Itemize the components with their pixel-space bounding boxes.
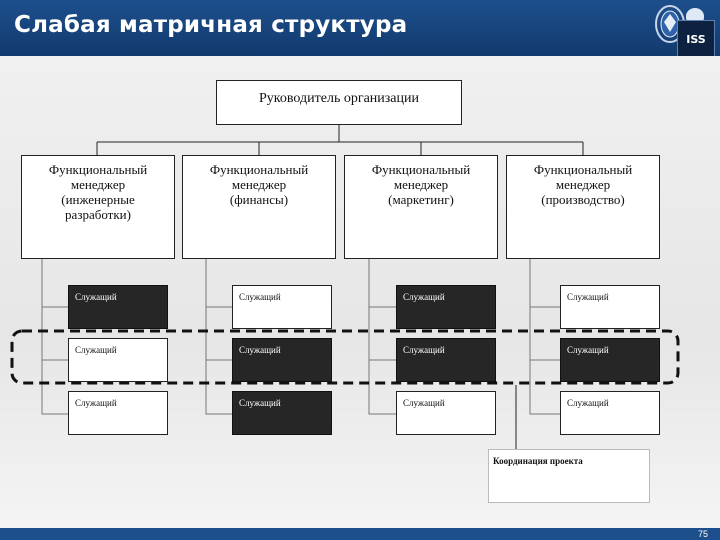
manager-line: Функциональный xyxy=(48,162,148,177)
manager-line: Функциональный xyxy=(371,162,471,177)
manager-line: разработки) xyxy=(65,207,131,222)
manager-line: менеджер xyxy=(393,177,449,192)
manager-line: (производство) xyxy=(541,192,625,207)
employee-box: Служащий xyxy=(68,391,168,435)
logo: ISS xyxy=(677,20,715,58)
manager-engineering-box: Функциональный менеджер (инженерные разр… xyxy=(21,155,175,259)
manager-finance-box: Функциональный менеджер (финансы) xyxy=(182,155,336,259)
employee-box: Служащий xyxy=(560,285,660,329)
page-title: Слабая матричная структура xyxy=(14,12,408,38)
manager-line: менеджер xyxy=(70,177,126,192)
employee-box: Служащий xyxy=(232,391,332,435)
manager-marketing-box: Функциональный менеджер (маркетинг) xyxy=(344,155,498,259)
employee-box: Служащий xyxy=(560,391,660,435)
employee-box: Служащий xyxy=(232,285,332,329)
employee-box: Служащий xyxy=(560,338,660,382)
employee-box: Служащий xyxy=(68,285,168,329)
manager-line: (маркетинг) xyxy=(388,192,454,207)
manager-production-box: Функциональный менеджер (производство) xyxy=(506,155,660,259)
employee-box: Служащий xyxy=(68,338,168,382)
manager-line: Функциональный xyxy=(533,162,633,177)
page-number: 75 xyxy=(697,529,708,539)
head-of-organization-box: Руководитель организации xyxy=(216,80,462,125)
employee-box: Служащий xyxy=(396,338,496,382)
employee-box: Служащий xyxy=(232,338,332,382)
project-coordination-box: Координация проекта xyxy=(488,449,650,503)
footer-bar xyxy=(0,528,720,540)
header-bar: Слабая матричная структура ISS xyxy=(0,0,720,58)
manager-line: менеджер xyxy=(231,177,287,192)
manager-line: (инженерные xyxy=(61,192,135,207)
manager-line: (финансы) xyxy=(229,192,289,207)
manager-line: менеджер xyxy=(555,177,611,192)
employee-box: Служащий xyxy=(396,285,496,329)
employee-box: Служащий xyxy=(396,391,496,435)
manager-line: Функциональный xyxy=(209,162,309,177)
